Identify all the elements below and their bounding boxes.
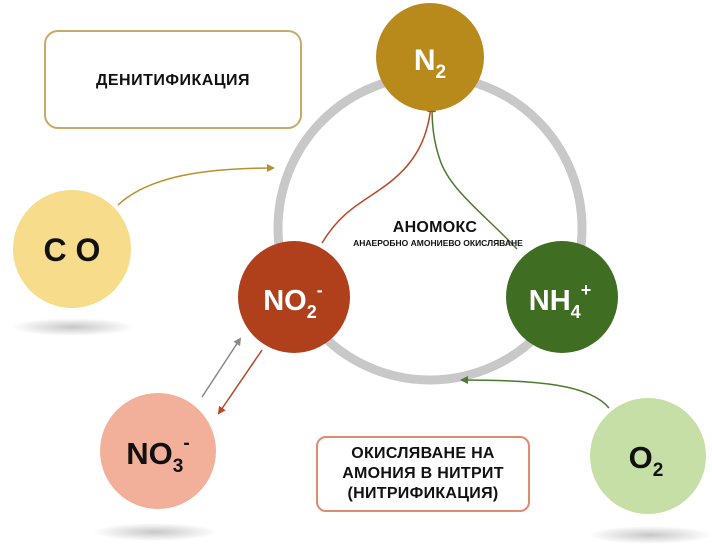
node-no2: NO2- (238, 241, 350, 353)
n2-circle (376, 3, 484, 111)
no3-sub: 3 (173, 456, 184, 477)
node-no3: NO3- (100, 393, 216, 509)
o2-base: O (629, 440, 653, 475)
node-nh4: NH4+ (506, 241, 618, 353)
nitrification-line-2: АМОНИЯ В НИТРИТ (342, 465, 504, 482)
nh4-base: NH (529, 285, 571, 317)
arrow-o2-to-ring (460, 376, 610, 409)
anammox-title: АНОМОКС (392, 219, 478, 236)
nh4-circle (506, 241, 618, 353)
nitrification-box: ОКИСЛЯВАНЕ НА АМОНИЯ В НИТРИТ (НИТРИФИКА… (316, 436, 530, 512)
arrow-co-to-ring (117, 164, 275, 206)
nh4-sup: + (581, 280, 592, 300)
no2-sup: - (317, 280, 323, 300)
arrow-nh4-to-n2 (428, 104, 518, 250)
anammox-subtitle: АНАЕРОБНО АМОНИЕВО ОКИСЛЯВАНЕ (353, 238, 523, 248)
co-label: C O (44, 232, 101, 268)
svg-text:NO2-: NO2- (263, 280, 323, 322)
svg-text:N2: N2 (414, 44, 446, 83)
nh4-sub: 4 (571, 302, 581, 322)
o2-sub: 2 (653, 460, 664, 481)
node-n2: N2 (376, 3, 484, 111)
nitrification-line-1: ОКИСЛЯВАНЕ НА (351, 445, 495, 462)
n2-sub: 2 (436, 62, 447, 83)
arrow-no2-to-no3 (217, 349, 263, 415)
nitrification-line-3: (НИТРИФИКАЦИЯ) (347, 485, 499, 502)
node-co: C O (13, 190, 131, 308)
arrow-no3-to-no2 (201, 337, 242, 398)
no2-circle (238, 241, 350, 353)
n2-base: N (414, 44, 436, 77)
denitrification-box: ДЕНИТИФИКАЦИЯ (44, 30, 302, 129)
co-circle (13, 190, 131, 308)
no2-base: NO (263, 285, 307, 317)
no2-sub: 2 (307, 302, 317, 322)
o2-shadow (588, 526, 712, 544)
node-o2: O2 (590, 398, 706, 514)
denitrification-label: ДЕНИТИФИКАЦИЯ (95, 72, 251, 89)
o2-circle (590, 398, 706, 514)
no3-shadow (93, 523, 217, 541)
svg-text:NH4+: NH4+ (529, 280, 591, 322)
no3-base: NO (126, 436, 173, 471)
co-shadow (11, 318, 135, 336)
no3-circle (100, 393, 216, 509)
svg-text:O2: O2 (629, 440, 664, 481)
arrow-no2-to-n2 (321, 104, 435, 244)
no3-sup: - (183, 433, 189, 454)
svg-text:NO3-: NO3- (126, 433, 189, 477)
